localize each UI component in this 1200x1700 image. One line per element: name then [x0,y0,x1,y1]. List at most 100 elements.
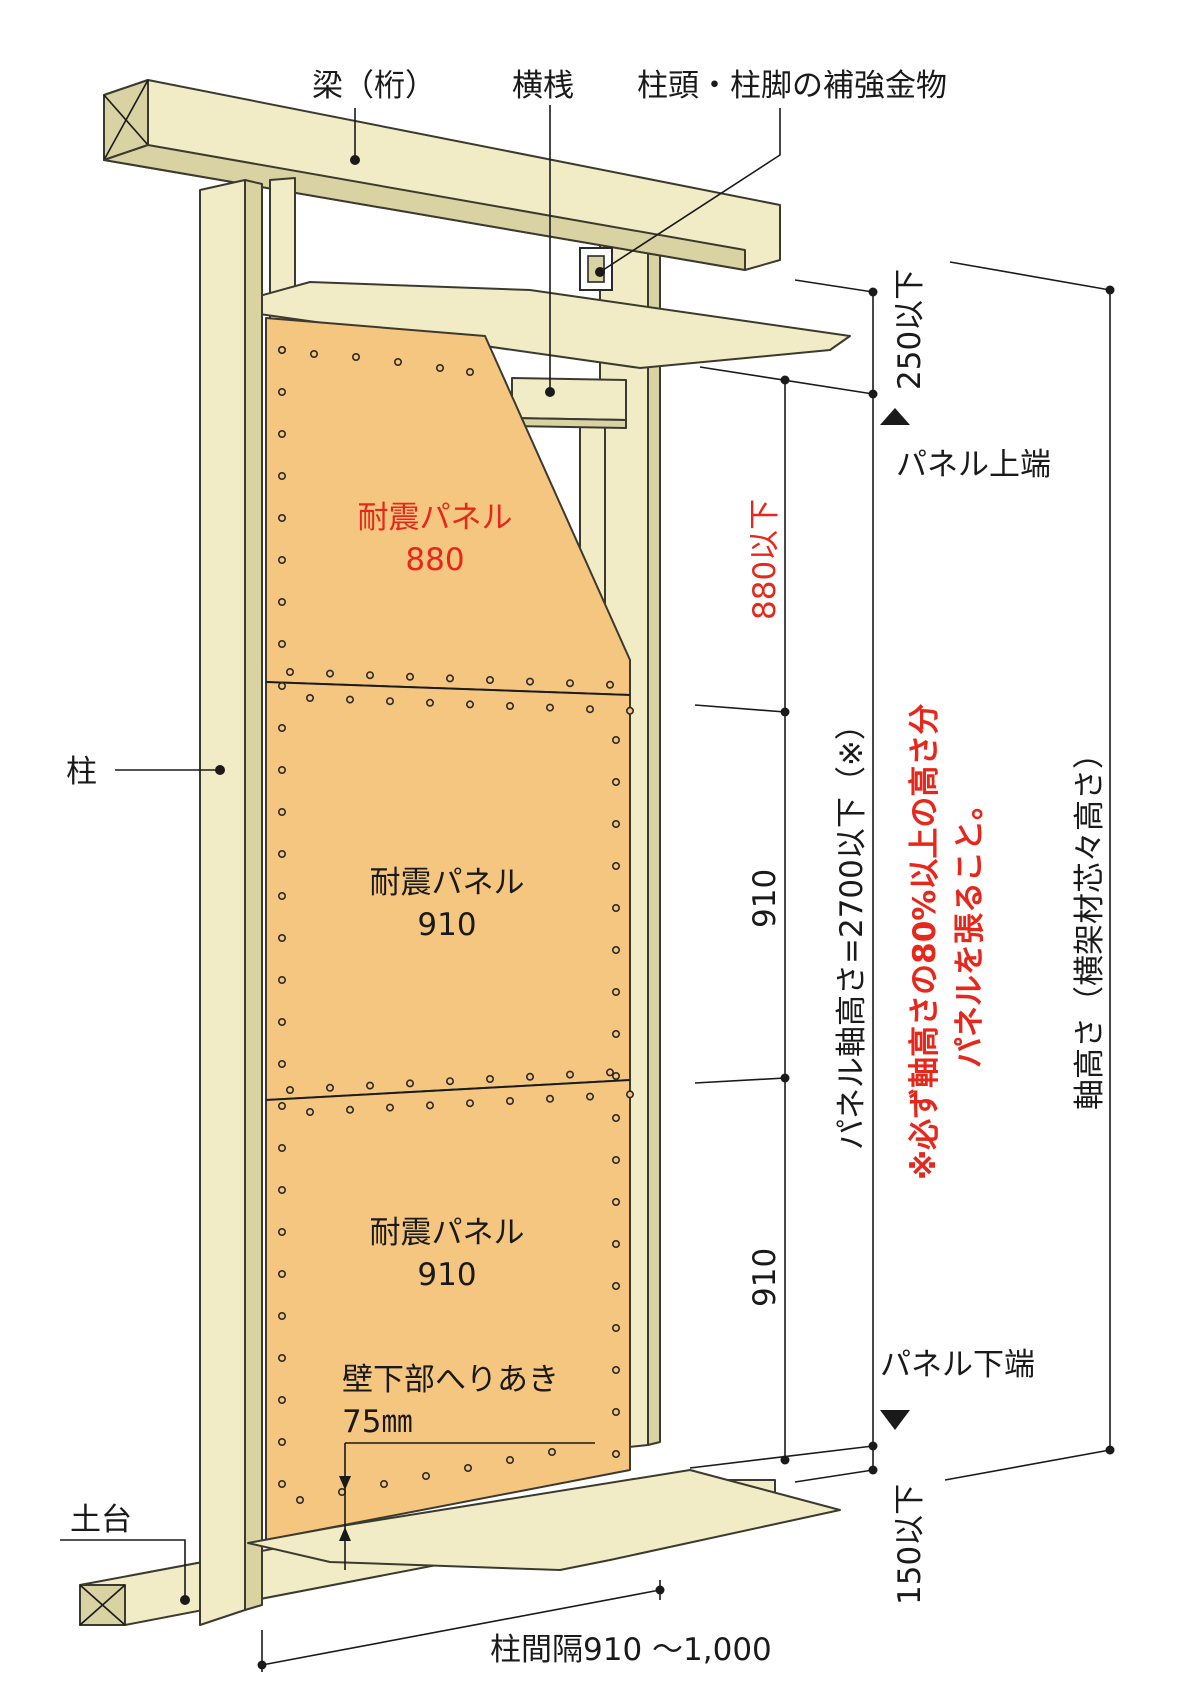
nail-dot [425,698,434,707]
panel-mid-dim: 910 [747,869,783,928]
note-line2: パネルを張ること。 [952,789,988,1068]
nail-dot [385,1103,394,1112]
beam [103,79,781,271]
nail-dot [611,819,620,828]
nail-dot [277,1060,286,1069]
leader-lines [60,105,781,1605]
nail-dot [385,697,394,706]
nail-dot [611,1282,620,1291]
nail-dot [565,1070,574,1079]
nail-dot [277,471,286,480]
nail-dot [277,345,286,354]
nail-dot [277,765,286,774]
nail-dot [277,1270,286,1279]
panel-axis-height-label: パネル軸高さ=2700以下（※） [834,709,870,1150]
nail-dot [463,1464,472,1473]
nail-dot [277,933,286,942]
nail-dot [611,1114,620,1123]
panel-top [265,317,631,696]
nail-dot [277,1228,286,1237]
nail-dot [611,1198,620,1207]
nail-dot [547,1448,556,1457]
nail-dot [277,639,286,648]
panel-bottom-label: パネル下端 [880,1347,1035,1383]
nail-dot [605,1068,614,1077]
nail-dot [435,363,444,372]
nail-dot [611,1240,620,1249]
sill-label: 土台 [70,1502,132,1538]
nail-dot [277,1144,286,1153]
nail-dot [525,677,534,686]
nail-dot [611,1408,620,1417]
nail-dot [605,680,614,689]
bottom-gap-label: 150以下 [892,1484,928,1605]
nail-dot [365,671,374,680]
edge-distance-marker [339,1442,595,1570]
text-labels: 梁（桁） 横桟 柱頭・柱脚の補強金物 柱 土台 パネル上端 パネル下端 壁下部へ… [66,68,1108,1668]
nail-dot [393,357,402,366]
nail-dot [277,1438,286,1447]
nail-dot [611,945,620,954]
panel-top-size: 880 [405,542,464,578]
nail-dot [277,975,286,984]
nail-dot [277,555,286,564]
nail-dot [277,1102,286,1111]
panel-bottom-size: 910 [417,1257,476,1293]
panel-top-name: 耐震パネル [358,500,513,536]
nail-dot [611,1156,620,1165]
nail-dot [505,701,514,710]
nail-dot [485,675,494,684]
nail-dot [277,807,286,816]
nail-dot [611,987,620,996]
crosspiece-label: 横桟 [512,68,574,104]
nail-dot [277,1017,286,1026]
axis-height-label: 軸高さ（横架材芯々高さ） [1072,738,1108,1110]
nail-dot [285,1086,294,1095]
nail-dot [611,1072,620,1081]
panel-top-dim: 880以下 [747,499,783,620]
post-label: 柱 [66,754,97,790]
nail-dot [277,723,286,732]
nail-dot [611,903,620,912]
nail-dot [625,1090,634,1099]
nail-dot [277,513,286,522]
edge-distance-line1: 壁下部へりあき [342,1362,559,1398]
panel-top-label: パネル上端 [896,447,1051,483]
nail-dot [277,849,286,858]
beam-label: 梁（桁） [312,68,436,104]
nail-dot [611,1030,620,1039]
nail-dot [465,1099,474,1108]
nail-dot [465,367,474,376]
nail-dot [277,429,286,438]
nail-dot [277,1354,286,1363]
nail-dot [611,1450,620,1459]
panel-low-dim: 910 [747,1248,783,1307]
nail-dot [611,1366,620,1375]
nail-dot [345,695,354,704]
panel-bottom [265,1079,631,1541]
nail-dot [309,349,318,358]
left-post [199,179,263,1626]
nail-dot [325,1083,334,1092]
crosspiece-member [511,377,627,429]
nail-dot [505,1097,514,1106]
nail-dot [611,735,620,744]
nail-dot [345,1105,354,1114]
nail-dot [545,703,554,712]
nail-dot [421,1472,430,1481]
bottom-plate [247,1469,841,1571]
dimension-lines [257,261,1115,1672]
nail-dot [585,1092,594,1101]
nail-dot [505,1456,514,1465]
nail-dot [485,1075,494,1084]
nail-dot [445,1077,454,1086]
panel-bottom-name: 耐震パネル [370,1215,525,1251]
panel-middle-name: 耐震パネル [370,865,525,901]
panel-top-marker-icon [880,408,910,425]
nail-dot [277,597,286,606]
nail-dot [277,1186,286,1195]
nail-dot [325,669,334,678]
nail-dot [295,1496,304,1505]
nail-dot [611,1324,620,1333]
